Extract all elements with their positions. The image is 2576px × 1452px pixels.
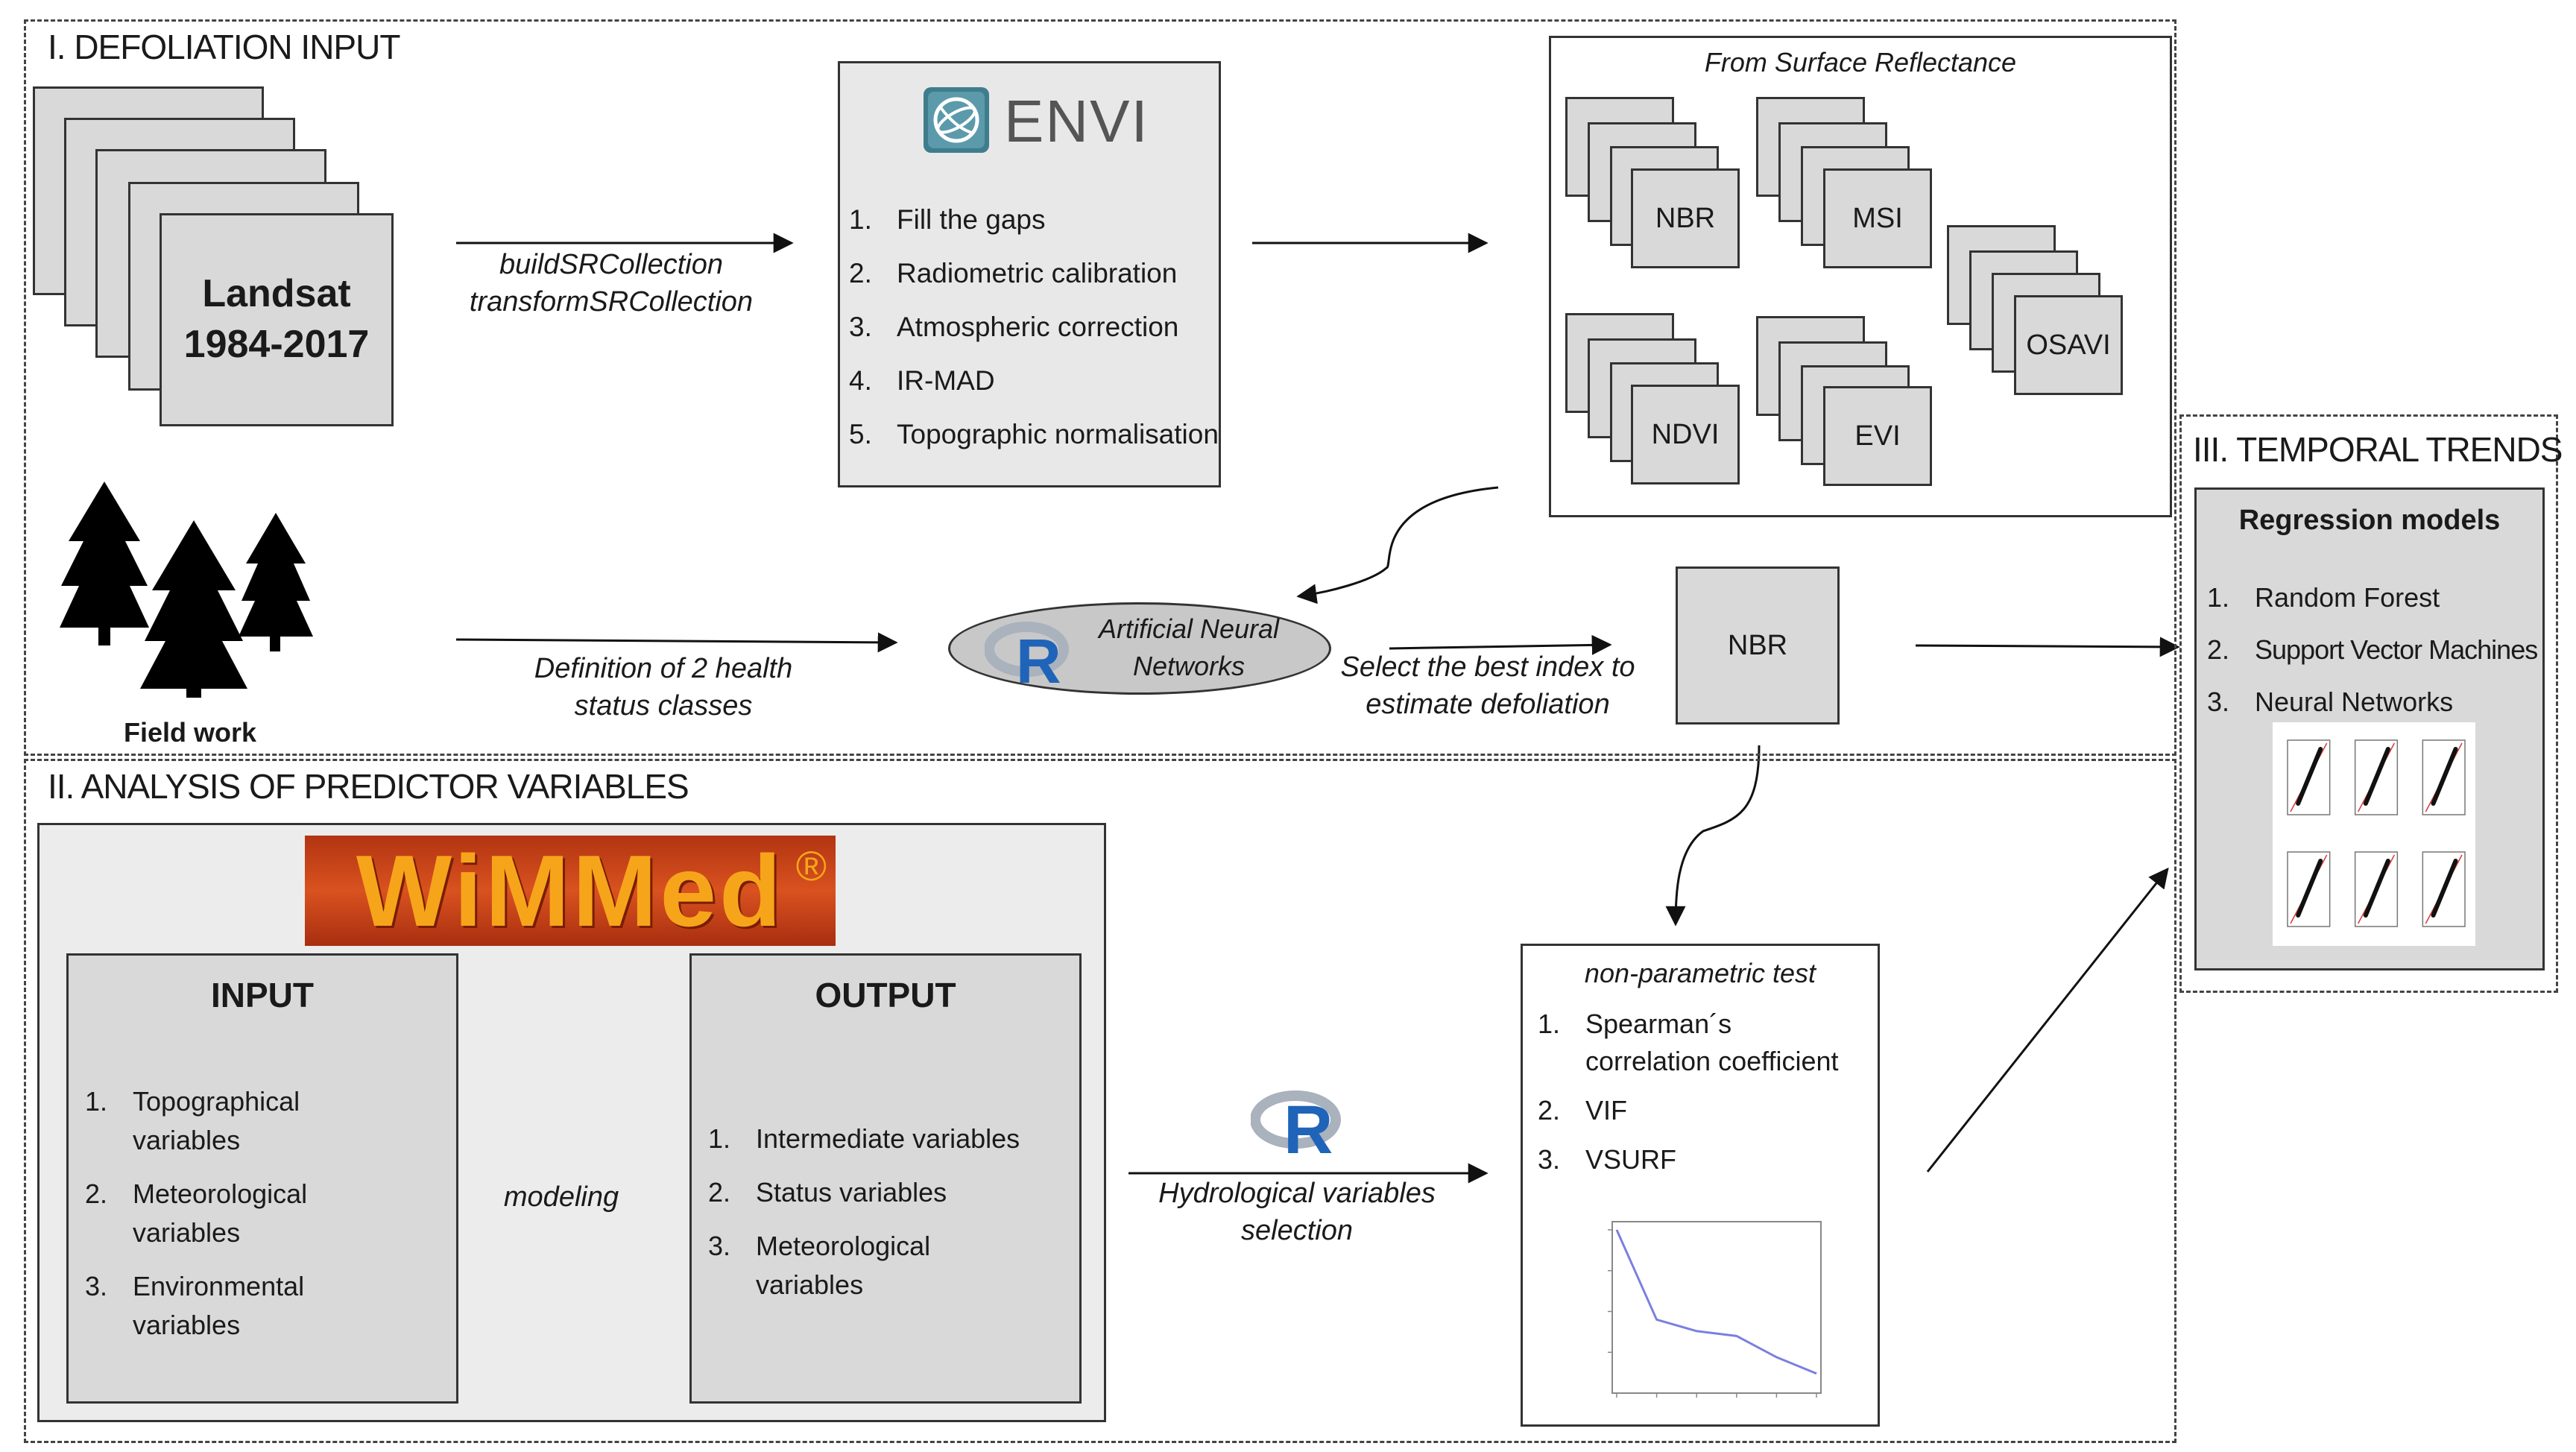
arrow-nbr-to-regression [1915, 637, 2180, 657]
trees-icon [60, 482, 313, 698]
envi-step: 3.Atmospheric correction [849, 312, 1179, 342]
nonparam-item: 3.VSURF [1538, 1144, 1677, 1175]
wimmed-output-box: OUTPUT 1.Intermediate variables 2.Status… [689, 953, 1082, 1404]
index-nbr: NBR [1631, 168, 1740, 268]
regression-models: 1.Random Forest 2.Support Vector Machine… [2207, 572, 2542, 728]
index-ndvi: NDVI [1631, 385, 1740, 484]
wimmed-logo-text: WiMMed [356, 834, 785, 947]
regression-box: Regression models 1.Random Forest 2.Supp… [2194, 487, 2545, 970]
fieldwork-label: Field work [123, 717, 257, 748]
hydro-label-2: selection [1241, 1215, 1353, 1246]
region-defoliation-input [24, 19, 2176, 756]
nonparam-item: 2.VIF [1538, 1095, 1628, 1126]
arrow-nbr-to-nonparam [1665, 745, 1761, 927]
ann-node: R Artificial Neural Networks [948, 602, 1331, 696]
regression-model: 2.Support Vector Machines [2207, 634, 2538, 665]
hydro-r-logo-icon: R [1250, 1088, 1348, 1168]
nbr-selected-box: NBR [1676, 566, 1840, 725]
scatter-panels-chart [2273, 722, 2475, 946]
envi-step: 4.IR-MAD [849, 365, 995, 396]
arrow-ann-to-nbr [1389, 634, 1612, 655]
best-index-line2: estimate defoliation [1366, 689, 1610, 720]
section-title-defoliation: I. DEFOLIATION INPUT [48, 28, 400, 66]
regression-title: Regression models [2238, 505, 2501, 536]
oob-error-line-chart [1608, 1221, 1822, 1398]
output-item: 1.Intermediate variables [708, 1123, 1020, 1154]
regression-model: 3.Neural Networks [2207, 686, 2454, 717]
r-logo-icon: R [984, 619, 1074, 696]
envi-step: 2.Radiometric calibration [849, 258, 1178, 288]
envi-logo: ENVI [921, 83, 1148, 157]
gee-function-transform: transformSRCollection [469, 286, 754, 318]
section-title-trends: III. TEMPORAL TRENDS [2193, 430, 2563, 469]
index-msi: MSI [1823, 168, 1932, 268]
ann-label-1: Artificial Neural [1098, 613, 1280, 644]
index-evi: EVI [1823, 386, 1932, 486]
ann-label-2: Networks [1132, 651, 1246, 681]
landsat-label-1: Landsat [202, 272, 351, 316]
region-temporal-trends [2179, 414, 2558, 993]
index-osavi: OSAVI [2014, 295, 2123, 395]
output-items: 1.Intermediate variables 2.Status variab… [708, 1120, 1073, 1304]
scatter-points [2296, 859, 2323, 918]
best-index-line1: Select the best index to [1340, 651, 1635, 683]
envi-steps: 1.Fill the gaps 2.Radiometric calibratio… [849, 193, 1222, 461]
envi-step: 5.Topographic normalisation [849, 419, 1219, 449]
scatter-points [2431, 747, 2458, 806]
health-classes-line1: Definition of 2 health [534, 653, 793, 684]
arrow-fieldwork-to-ann [455, 632, 898, 653]
output-title: OUTPUT [815, 976, 956, 1014]
modeling-label: modeling [503, 1181, 619, 1213]
envi-globe-icon [924, 87, 989, 153]
scatter-points [2431, 859, 2458, 918]
envi-logo-text: ENVI [1004, 88, 1149, 154]
section-title-predictors: II. ANALYSIS OF PREDICTOR VARIABLES [48, 767, 689, 806]
nonparam-title: non-parametric test [1584, 958, 1816, 988]
hydro-label-1: Hydrological variables [1158, 1178, 1436, 1209]
input-title: INPUT [211, 976, 314, 1014]
health-classes-line2: status classes [574, 690, 753, 722]
landsat-label-2: 1984-2017 [183, 323, 370, 366]
arrow-nonparam-to-regression [1926, 867, 2169, 1172]
regression-model: 1.Random Forest [2207, 582, 2440, 613]
line-series [1615, 1229, 1817, 1375]
wimmed-logo: WiMMed ® [305, 834, 836, 947]
envi-box: ENVI 1.Fill the gaps 2.Radiometric calib… [838, 61, 1221, 487]
gee-function-build: buildSRCollection [499, 249, 723, 280]
indices-title: From Surface Reflectance [1704, 47, 2017, 78]
output-item: 2.Status variables [708, 1177, 947, 1208]
scatter-points [2363, 859, 2390, 918]
line-chart-frame [1611, 1221, 1822, 1394]
scatter-points [2296, 747, 2323, 806]
arrow-indices-to-ann [1296, 486, 1499, 605]
scatter-points [2363, 747, 2390, 806]
landsat-card-front: Landsat 1984-2017 [160, 213, 394, 426]
envi-step: 1.Fill the gaps [849, 204, 1046, 235]
region-predictor-analysis [24, 759, 2176, 1443]
registered-icon: ® [795, 842, 827, 889]
